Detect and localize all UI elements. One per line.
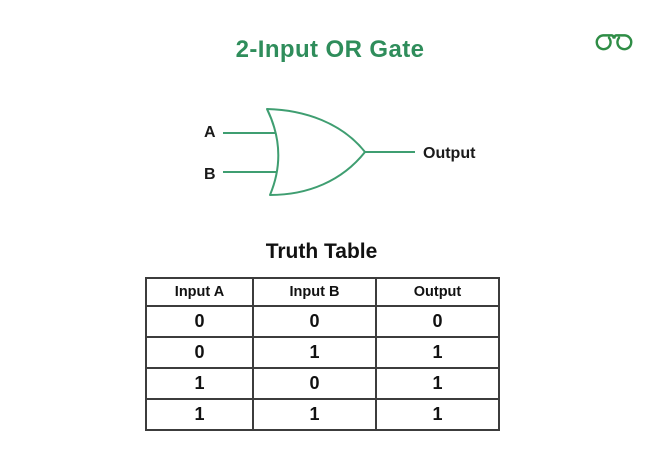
truth-table-heading: Truth Table — [265, 240, 378, 263]
truth-table-column-header: Input B — [252, 277, 377, 307]
truth-table-cell: 0 — [375, 305, 500, 338]
truth-table-cell: 1 — [375, 336, 500, 369]
truth-table-cell: 1 — [252, 336, 377, 369]
truth-table-cell: 1 — [145, 367, 254, 400]
logo-right-g — [613, 34, 633, 51]
truth-table-cell: 0 — [252, 367, 377, 400]
truth-table-cell: 0 — [252, 305, 377, 338]
truth-table-column-header: Output — [375, 277, 500, 307]
or-gate-body — [266, 108, 366, 196]
geeksforgeeks-logo-icon — [595, 34, 633, 51]
truth-table-cell: 0 — [145, 305, 254, 338]
logo-left-g — [595, 34, 615, 51]
page-title: 2-Input OR Gate — [235, 36, 425, 63]
output-label: Output — [423, 145, 476, 162]
truth-table-cell: 1 — [145, 398, 254, 431]
truth-table-cell: 0 — [145, 336, 254, 369]
truth-table-cell: 1 — [252, 398, 377, 431]
input-a-label: A — [204, 124, 216, 141]
input-b-label: B — [204, 166, 216, 183]
truth-table-cell: 1 — [375, 398, 500, 431]
truth-table-column-header: Input A — [145, 277, 254, 307]
or-gate-diagram: A B Output — [204, 108, 476, 196]
truth-table-cell: 1 — [375, 367, 500, 400]
